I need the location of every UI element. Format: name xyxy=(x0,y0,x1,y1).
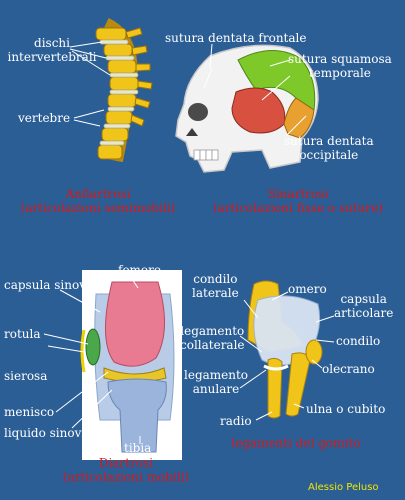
caption-elbow-title: legamenti del gomito xyxy=(231,436,361,450)
label-ulna: ulna o cubito xyxy=(306,402,386,416)
olecranon xyxy=(305,339,323,365)
label-humerus: omero xyxy=(288,282,327,296)
serosa-layer xyxy=(80,329,86,373)
label-vertebrae: vertebre xyxy=(18,111,71,125)
label-collateral-ligament: legamento collaterale xyxy=(180,324,245,352)
elbow-leader-lines xyxy=(239,291,335,421)
caption-diarthrosis-title: Diartrosi xyxy=(98,456,154,470)
label-articular-capsule: capsula articolare xyxy=(334,292,394,320)
label-condyle: condilo xyxy=(336,334,381,348)
annular-ligament xyxy=(263,364,289,371)
skull-leader-lines xyxy=(203,43,307,137)
radius-bone xyxy=(267,357,283,419)
label-synovial-fluid: liquido sinoviale xyxy=(4,426,104,440)
caption-synarthrosis-subtitle: (articolazioni fisse o suture) xyxy=(212,201,384,215)
label-olecranon: olecrano xyxy=(322,362,375,376)
caption-diarthrosis: Diartrosi (articolazioni mobili) xyxy=(46,456,206,484)
caption-elbow: legamenti del gomito xyxy=(226,436,366,450)
femur-bone xyxy=(105,281,166,367)
ulna-bone xyxy=(285,352,311,417)
skull-occipital-region xyxy=(283,97,315,139)
label-annular-ligament: legamento anulare xyxy=(184,368,249,396)
author-credit: Alessio Peluso xyxy=(308,482,379,493)
label-patella: rotula xyxy=(4,327,41,341)
label-occipital-suture: sutura dentata occipitale xyxy=(284,134,374,162)
label-lateral-condyle: condilo laterale xyxy=(192,272,239,300)
label-frontal-suture: sutura dentata frontale xyxy=(165,31,307,45)
label-serosa: sierosa xyxy=(4,369,48,383)
caption-synarthrosis: Sinartrosi (articolazioni fisse o suture… xyxy=(200,187,396,215)
caption-amphiarthrosis-title: Anfiartrosi xyxy=(65,187,131,201)
label-discs: dischi intervertebrali xyxy=(7,36,97,64)
label-synovial-capsule: capsula sinoviale xyxy=(4,278,108,292)
label-squamous-suture: sutura squamosa temporale xyxy=(288,52,392,80)
label-femur: femore xyxy=(118,263,161,277)
label-radius: radio xyxy=(220,414,252,428)
patella-bone xyxy=(85,328,101,366)
label-tibia: tibia xyxy=(124,441,152,455)
caption-amphiarthrosis-subtitle: (articolazioni semimobili) xyxy=(20,201,176,215)
caption-diarthrosis-subtitle: (articolazioni mobili) xyxy=(62,470,190,484)
label-meniscus: menisco xyxy=(4,405,55,419)
knee-leader-lines xyxy=(43,275,141,444)
tibia-bone xyxy=(107,378,167,453)
caption-amphiarthrosis: Anfiartrosi (articolazioni semimobili) xyxy=(0,187,196,215)
spine-leader-lines xyxy=(69,41,111,127)
caption-synarthrosis-title: Sinartrosi xyxy=(267,187,329,201)
